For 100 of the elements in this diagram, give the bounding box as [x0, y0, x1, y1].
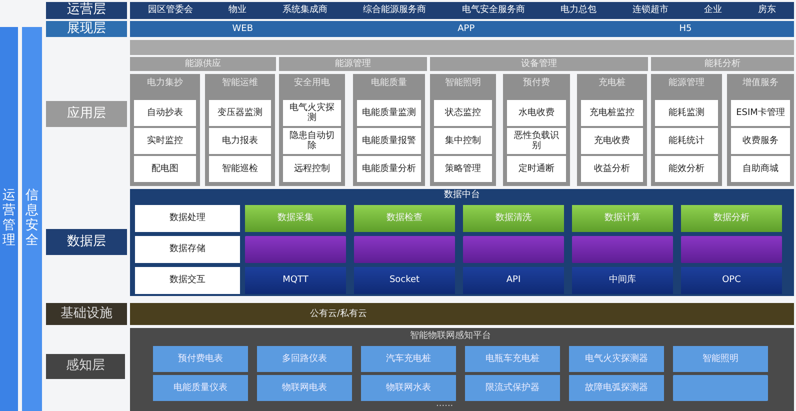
band-text: 园区管委会: [148, 5, 193, 16]
row-label: 数据处理: [135, 205, 240, 232]
function-box: 水电收费: [507, 100, 566, 126]
band-text: APP: [458, 24, 475, 34]
platform-panel: [130, 328, 794, 411]
function-box: 隐患自动切除: [283, 128, 341, 154]
function-box: 电能质量报警: [357, 128, 421, 154]
data-tile: 数据检查: [354, 205, 455, 232]
function-box: 策略管理: [434, 156, 492, 182]
layer-label: 数据层: [46, 229, 127, 255]
data-tile: 数据分析: [681, 205, 782, 232]
function-box: 能效分析: [655, 156, 718, 182]
layer-band: [130, 2, 794, 19]
platform-panel: [130, 189, 794, 296]
group-heading: 安全用电: [293, 78, 331, 88]
function-box: 智能巡检: [209, 156, 271, 182]
ellipsis-note: ......: [436, 399, 454, 409]
function-box: 变压器监测: [209, 100, 271, 126]
group-heading: 电能质量: [370, 78, 408, 88]
data-tile: MQTT: [245, 267, 346, 294]
layer-band: 公有云/私有云: [130, 303, 794, 325]
panel-title: 智能物联网感知平台: [410, 331, 491, 342]
layer-label: 展现层: [46, 21, 127, 37]
data-tile: [572, 236, 673, 263]
function-box: 收费服务: [731, 128, 790, 154]
function-box: 自动抄表: [134, 100, 196, 126]
function-box: 状态监控: [434, 100, 492, 126]
band-text: 企业: [704, 5, 722, 16]
function-box: 恶性负载识别: [507, 128, 566, 154]
group-heading: 预付费: [522, 78, 551, 88]
function-box: 收益分析: [581, 156, 643, 182]
layer-label: 运营层: [46, 2, 127, 19]
data-tile: API: [463, 267, 564, 294]
category-header: 设备管理: [430, 57, 648, 71]
band-text: H5: [679, 24, 692, 34]
device-tile: [673, 375, 768, 401]
side-bar: 运营管理: [0, 27, 18, 411]
data-tile: 数据清洗: [463, 205, 564, 232]
device-tile: 多回路仪表: [257, 346, 352, 372]
function-box: 电能质量分析: [357, 156, 421, 182]
function-box: 集中控制: [434, 128, 492, 154]
side-bar: 信息安全: [22, 27, 42, 411]
category-header: 能源管理: [279, 57, 427, 71]
module-group: [279, 74, 345, 186]
device-tile: 限流式保护器: [465, 375, 560, 401]
device-tile: 物联网水表: [361, 375, 456, 401]
group-heading: 能源管理: [668, 78, 706, 88]
device-tile: 智能照明: [673, 346, 768, 372]
group-heading: 智能照明: [444, 78, 482, 88]
device-tile: 物联网电表: [257, 375, 352, 401]
layer-band: [130, 21, 794, 37]
module-group: [577, 74, 647, 186]
function-box: 自助商城: [731, 156, 790, 182]
module-group: [353, 74, 425, 186]
group-heading: 智能运维: [221, 78, 259, 88]
band-text: 电气安全服务商: [462, 5, 525, 16]
category-header: 能源供应: [130, 57, 276, 71]
data-tile: [681, 236, 782, 263]
module-group: [727, 74, 794, 186]
function-box: 充电收费: [581, 128, 643, 154]
device-tile: 电瓶车充电桩: [465, 346, 560, 372]
band-text: 综合能源服务商: [363, 5, 426, 16]
data-tile: OPC: [681, 267, 782, 294]
function-box: 远程控制: [283, 156, 341, 182]
band-text: 连锁超市: [632, 5, 668, 16]
band-text: 房东: [758, 5, 776, 16]
data-tile: Socket: [354, 267, 455, 294]
device-tile: 汽车充电桩: [361, 346, 456, 372]
function-box: 配电图: [134, 156, 196, 182]
device-tile: 电能质量仪表: [153, 375, 248, 401]
category-header: 能耗分析: [651, 57, 794, 71]
function-box: 电力报表: [209, 128, 271, 154]
module-group: [503, 74, 570, 186]
row-label: 数据存储: [135, 236, 240, 263]
data-tile: [245, 236, 346, 263]
function-box: 电能质量监测: [357, 100, 421, 126]
device-tile: 故障电弧探测器: [569, 375, 664, 401]
row-label: 数据交互: [135, 267, 240, 294]
module-group: [651, 74, 722, 186]
band-text: 系统集成商: [282, 5, 328, 16]
layer-label: 感知层: [46, 354, 125, 379]
layer-label: 基础设施: [46, 303, 127, 325]
band-text: 电力总包: [560, 5, 597, 16]
module-group: [130, 74, 200, 186]
data-tile: 数据计算: [572, 205, 673, 232]
function-box: 能耗统计: [655, 128, 718, 154]
panel-title: 数据中台: [443, 190, 481, 200]
function-box: ESIM卡管理: [731, 100, 790, 126]
device-tile: 电气火灾探测器: [569, 346, 664, 372]
group-heading: 充电桩: [598, 78, 626, 88]
module-group: [430, 74, 496, 186]
layer-label: 应用层: [46, 101, 127, 127]
function-box: 定时通断: [507, 156, 566, 182]
group-heading: 电力集抄: [146, 78, 184, 88]
module-group: [205, 74, 275, 186]
function-box: 电气火灾探测: [283, 100, 341, 126]
band-text: 物业: [228, 5, 247, 16]
data-tile: [354, 236, 455, 263]
function-box: 实时监控: [134, 128, 196, 154]
data-tile: 中间库: [572, 267, 673, 294]
